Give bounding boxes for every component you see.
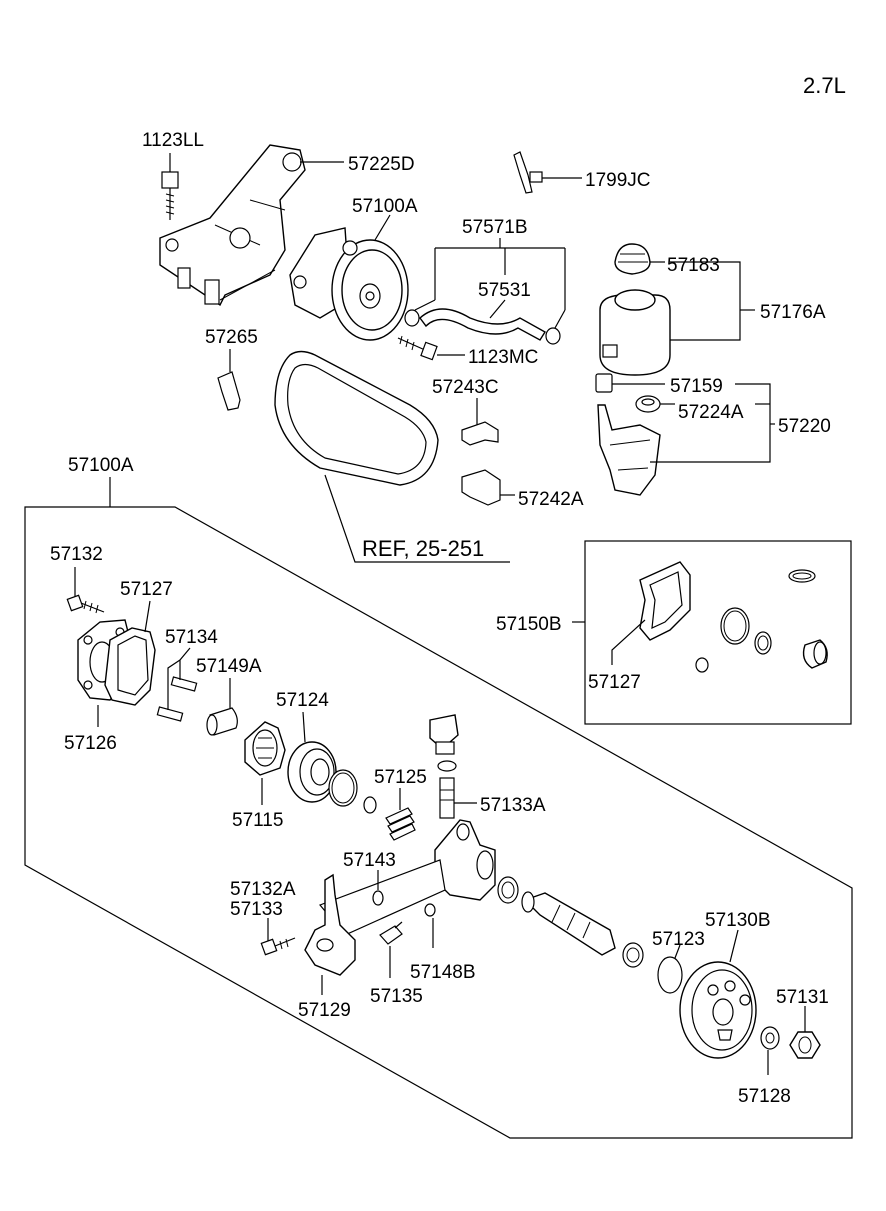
seal-kit-box: [584, 540, 852, 725]
clamp-57571B[interactable]: [404, 309, 561, 345]
rotor-cam-57115[interactable]: [244, 721, 286, 776]
kit-seal-medium[interactable]: [754, 631, 772, 655]
gasket-57127[interactable]: [104, 627, 156, 706]
engine-label: 2.7L: [803, 73, 846, 98]
o-ring-57143[interactable]: [372, 890, 384, 906]
label-57128: 57128: [738, 1086, 791, 1107]
label-1123MC: 1123MC: [468, 347, 538, 368]
label-57143: 57143: [343, 850, 396, 871]
label-57115: 57115: [232, 810, 283, 831]
drive-belt[interactable]: [274, 350, 439, 486]
pump-body[interactable]: [318, 819, 496, 936]
label-57123: 57123: [652, 929, 705, 950]
kit-gasket-57127[interactable]: [639, 561, 691, 641]
label-57176A: 57176A: [760, 302, 826, 323]
kit-bushing[interactable]: [802, 639, 828, 669]
exploded-view-boundary: [24, 506, 853, 1139]
bolt-57133[interactable]: [260, 937, 296, 956]
label-ref: REF, 25-251: [362, 536, 484, 561]
o-ring-57148B[interactable]: [424, 903, 436, 917]
label-57129: 57129: [298, 1000, 351, 1021]
fitting-top[interactable]: [429, 714, 459, 755]
label-57127-kit: 57127: [588, 672, 641, 693]
label-57125: 57125: [374, 767, 427, 788]
bolt-1123MC[interactable]: [397, 335, 438, 361]
label-57100A-top: 57100A: [352, 196, 418, 217]
o-ring-large[interactable]: [328, 769, 358, 807]
bracket-57242A[interactable]: [461, 469, 501, 506]
hose-57531[interactable]: [419, 308, 546, 341]
valve-o-ring[interactable]: [437, 760, 457, 772]
label-57130B: 57130B: [705, 910, 771, 931]
bracket-57129[interactable]: [304, 873, 356, 976]
label-57124: 57124: [276, 690, 329, 711]
oil-seal[interactable]: [497, 876, 519, 904]
kit-o-ring-large[interactable]: [720, 607, 750, 645]
grommet-57159[interactable]: [595, 373, 613, 393]
label-57265: 57265: [205, 327, 258, 348]
label-57224A: 57224A: [678, 402, 744, 423]
flow-valve-57133A[interactable]: [439, 777, 455, 819]
label-57183: 57183: [667, 255, 720, 276]
label-57132: 57132: [50, 544, 103, 565]
reservoir-bracket-57220[interactable]: [597, 404, 661, 496]
bolt-1123LL[interactable]: [161, 171, 179, 220]
spring-57125[interactable]: [385, 807, 416, 841]
drive-shaft[interactable]: [521, 891, 616, 956]
clip-1799JC[interactable]: [513, 151, 543, 194]
reservoir-57176A[interactable]: [599, 289, 671, 376]
label-57150B: 57150B: [496, 614, 562, 635]
washer-57128[interactable]: [760, 1026, 780, 1050]
bracket-57243C[interactable]: [461, 421, 499, 446]
label-57132A: 57132A: [230, 879, 296, 900]
label-1123LL: 1123LL: [142, 130, 204, 151]
label-57242A: 57242A: [518, 489, 584, 510]
label-57220: 57220: [778, 416, 831, 437]
label-57531: 57531: [478, 280, 531, 301]
nut-57131[interactable]: [789, 1031, 821, 1059]
reservoir-cap-57183[interactable]: [614, 243, 651, 275]
power-steering-pump-57100A[interactable]: [289, 227, 409, 341]
kit-o-ring-tiny[interactable]: [695, 657, 709, 673]
kit-o-ring-small[interactable]: [788, 569, 816, 583]
label-57243C: 57243C: [432, 377, 499, 398]
label-57225D: 57225D: [348, 154, 415, 175]
label-1799JC: 1799JC: [585, 170, 651, 191]
pulley-57130B[interactable]: [679, 961, 757, 1059]
label-57126: 57126: [64, 733, 117, 754]
sensor-57135[interactable]: [379, 921, 403, 945]
bolt-57132[interactable]: [66, 594, 105, 614]
label-57134: 57134: [165, 627, 218, 648]
label-57131: 57131: [776, 987, 829, 1008]
label-57133A: 57133A: [480, 795, 546, 816]
seal-57224A[interactable]: [635, 395, 661, 413]
label-57100A-exploded: 57100A: [68, 455, 134, 476]
label-57127: 57127: [120, 579, 173, 600]
label-57133: 57133: [230, 899, 283, 920]
label-57135: 57135: [370, 986, 423, 1007]
o-ring-small[interactable]: [363, 796, 377, 814]
label-57148B: 57148B: [410, 962, 476, 983]
pin-57134[interactable]: [156, 676, 198, 722]
label-57159: 57159: [670, 376, 723, 397]
bearing-57124[interactable]: [287, 741, 337, 803]
clip-57265[interactable]: [217, 371, 241, 411]
label-57149A: 57149A: [196, 656, 262, 677]
bushing-57149A[interactable]: [206, 707, 238, 736]
seal-ring[interactable]: [622, 942, 644, 968]
pump-bracket-57225D[interactable]: [159, 144, 306, 307]
label-57571B: 57571B: [462, 217, 528, 238]
snap-ring-57123[interactable]: [657, 956, 683, 994]
